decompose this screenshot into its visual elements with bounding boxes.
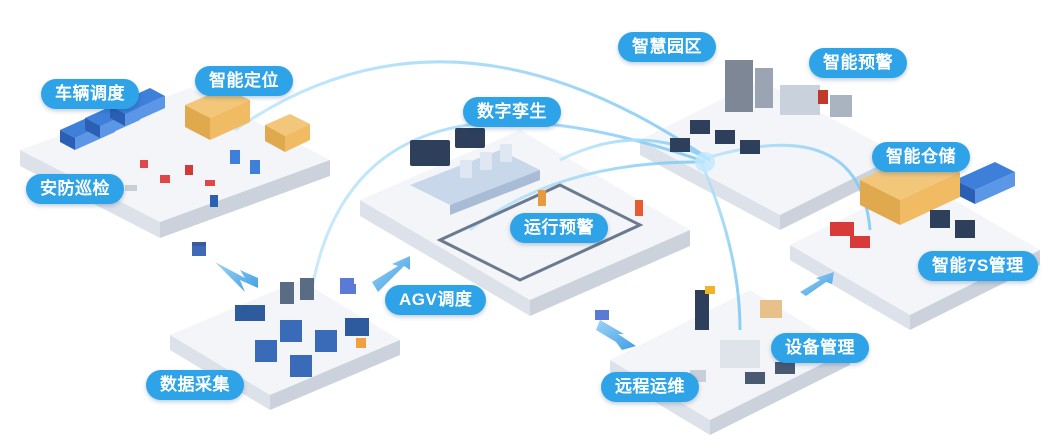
arc-center-to-hub xyxy=(469,160,706,232)
arc-data-collection-to-hub xyxy=(308,120,701,301)
label-smart-storage: 智能仓储 xyxy=(872,142,970,172)
label-digital-twin: 数字孪生 xyxy=(463,97,561,127)
label-agv-dispatch: AGV调度 xyxy=(385,285,487,315)
arrow-left-down xyxy=(215,262,258,292)
arc-hub-to-equipment xyxy=(698,159,742,331)
arc-smart-positioning-to-hub xyxy=(234,60,711,162)
agv-units xyxy=(192,246,609,320)
label-smart-warning: 智能预警 xyxy=(809,48,907,78)
platform-storage xyxy=(790,180,1040,330)
platform-left-upper xyxy=(20,88,330,238)
shelves-upper-left xyxy=(185,88,310,152)
flow-arrows xyxy=(215,256,834,350)
control-room xyxy=(670,60,852,154)
label-remote-maintenance: 远程运维 xyxy=(601,372,699,402)
label-smart-7s: 智能7S管理 xyxy=(918,251,1038,281)
label-smart-positioning: 智能定位 xyxy=(195,66,293,96)
arc-twin-to-hub xyxy=(559,138,711,162)
digital-twin-line xyxy=(410,128,644,282)
label-data-collection: 数据采集 xyxy=(146,370,244,400)
machines-data-collection xyxy=(192,242,369,377)
label-security-patrol: 安防巡检 xyxy=(26,174,124,204)
label-vehicle-dispatch: 车辆调度 xyxy=(41,79,139,109)
arrow-to-center xyxy=(372,256,410,292)
equipment-robots xyxy=(690,286,795,384)
arrow-to-storage xyxy=(800,272,834,296)
label-operation-warning: 运行预警 xyxy=(510,213,608,243)
label-equipment-management: 设备管理 xyxy=(771,333,869,363)
equipment-upper-left xyxy=(125,150,260,207)
arrow-to-equipment xyxy=(596,320,636,350)
hub-glow xyxy=(695,152,715,172)
label-smart-park: 智慧园区 xyxy=(618,32,716,62)
